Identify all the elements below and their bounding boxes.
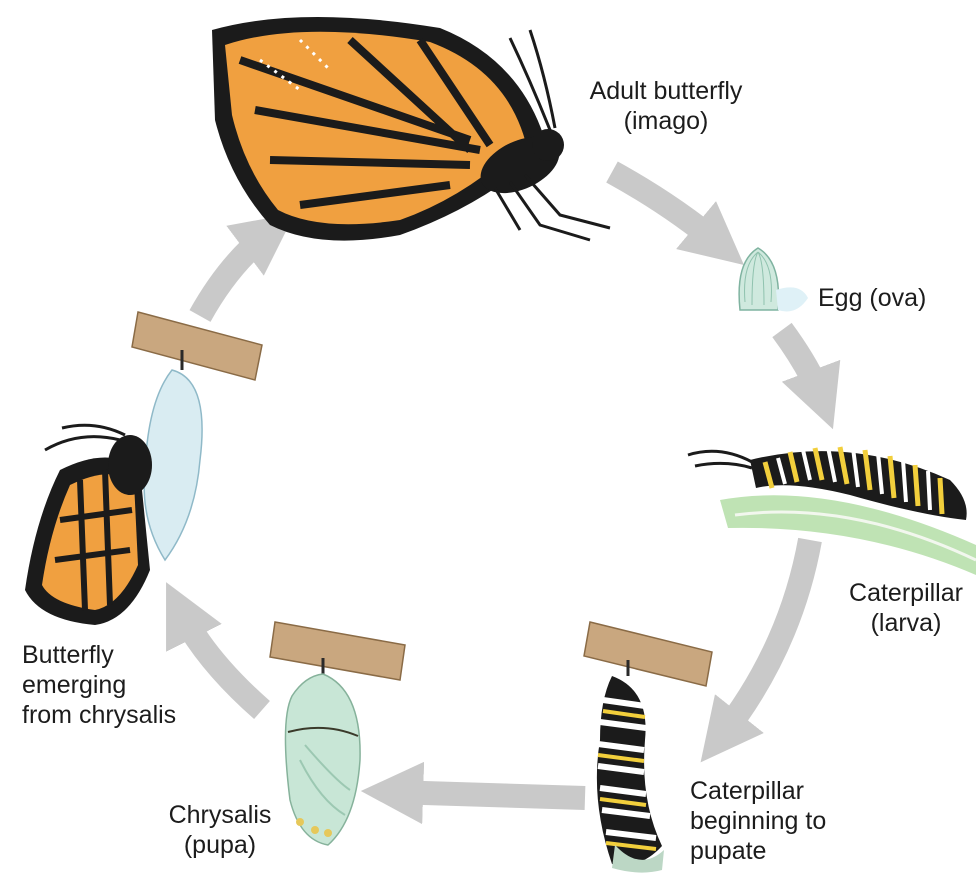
label-chrysalis-line-2: (pupa) [150,830,290,860]
label-caterpillar: Caterpillar (larva) [836,578,976,638]
arrow-emerging-to-adult [200,232,270,316]
label-chrysalis-line-1: Chrysalis [150,800,290,830]
arrow-adult-to-egg [612,172,720,245]
label-caterpillar-line-1: Caterpillar [836,578,976,608]
adult-butterfly-illustration [212,17,610,241]
label-caterpillar-line-2: (larva) [836,608,976,638]
arrow-egg-to-caterpillar [782,330,822,400]
label-adult-butterfly: Adult butterfly (imago) [566,76,766,136]
label-emerging-line-3: from chrysalis [22,700,222,730]
label-egg-line-1: Egg (ova) [818,283,968,313]
label-chrysalis: Chrysalis (pupa) [150,800,290,860]
label-emerging-line-2: emerging [22,670,222,700]
label-egg: Egg (ova) [818,283,968,313]
pupating-caterpillar-illustration [597,676,664,873]
label-pupating-line-1: Caterpillar [690,776,870,806]
emerging-butterfly-illustration [25,370,202,625]
branch-chrysalis [270,622,405,680]
caterpillar-illustration [688,447,976,575]
branch-pupating [584,622,712,686]
label-adult-line-1: Adult butterfly [566,76,766,106]
label-pupating-line-2: beginning to [690,806,870,836]
label-pupating: Caterpillar beginning to pupate [690,776,870,866]
label-emerging: Butterfly emerging from chrysalis [22,640,222,730]
arrow-pupating-to-chrysalis [392,792,585,798]
branch-emerging [132,312,262,380]
label-adult-line-2: (imago) [566,106,766,136]
chrysalis-illustration [285,674,360,845]
arrow-caterpillar-to-pupating [720,540,810,738]
label-pupating-line-3: pupate [690,836,870,866]
label-emerging-line-1: Butterfly [22,640,222,670]
egg-illustration [739,248,808,312]
